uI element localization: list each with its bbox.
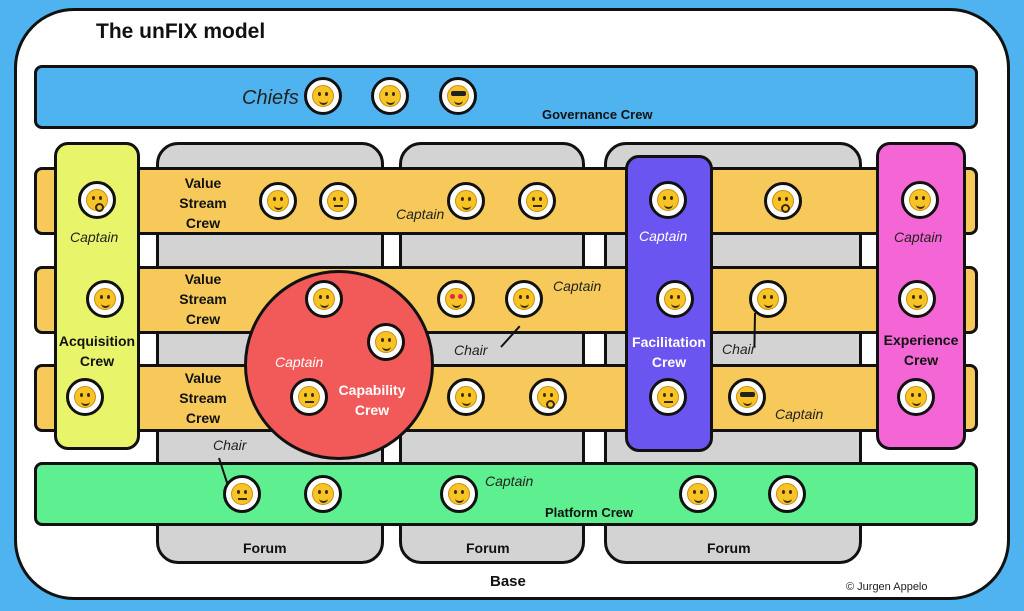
chiefs-label: Chiefs xyxy=(242,87,299,109)
emoji-confused-icon xyxy=(267,190,289,212)
face-chief-1 xyxy=(304,77,342,115)
emoji-smile-icon xyxy=(664,288,686,310)
forum-label-1: Forum xyxy=(243,540,287,556)
emoji-grin-icon xyxy=(448,483,470,505)
emoji-surprised-icon xyxy=(86,189,108,212)
face-plat-5 xyxy=(768,475,806,513)
emoji-hug-icon xyxy=(687,483,709,505)
platform-crew-label: Platform Crew xyxy=(545,505,634,520)
value-stream-crew-label-2: Value Stream Crew xyxy=(179,271,227,327)
emoji-wink-icon xyxy=(657,189,679,211)
face-cap-3 xyxy=(290,378,328,416)
chair-label-3: Chair xyxy=(213,437,247,453)
captain-label-vs3: Captain xyxy=(775,406,824,422)
face-fac-3 xyxy=(649,378,687,416)
emoji-neutral-icon xyxy=(298,386,320,408)
face-vs1-1 xyxy=(259,182,297,220)
emoji-confused-icon xyxy=(909,189,931,211)
experience-crew-label: Experience Crew xyxy=(883,332,959,368)
face-plat-3 xyxy=(440,475,478,513)
emoji-angry-icon xyxy=(513,288,535,310)
face-acq-2 xyxy=(86,280,124,318)
face-vs1-4 xyxy=(518,182,556,220)
face-plat-2 xyxy=(304,475,342,513)
capability-crew-label: Capability Crew xyxy=(338,382,406,418)
emoji-joy-icon xyxy=(905,386,927,408)
face-chief-2 xyxy=(371,77,409,115)
emoji-surprised-icon xyxy=(537,386,559,409)
face-chief-3 xyxy=(439,77,477,115)
emoji-sunglasses-icon xyxy=(447,85,469,107)
face-vs3-1 xyxy=(447,378,485,416)
face-acq-1 xyxy=(78,181,116,219)
captain-label-vs2: Captain xyxy=(553,278,602,294)
face-vs1-2 xyxy=(319,182,357,220)
face-vs2-2 xyxy=(505,280,543,318)
face-vs3-2 xyxy=(529,378,567,416)
emoji-laughing-icon xyxy=(312,483,334,505)
emoji-hug-icon xyxy=(776,483,798,505)
face-fac-2 xyxy=(656,280,694,318)
governance-crew xyxy=(34,65,978,129)
captain-label-vs1: Captain xyxy=(396,206,445,222)
emoji-heart-eyes-icon xyxy=(445,288,467,310)
face-cap-1 xyxy=(305,280,343,318)
face-vs1-5 xyxy=(764,182,802,220)
emoji-neutral-icon xyxy=(657,386,679,408)
face-exp-1 xyxy=(901,181,939,219)
copyright: © Jurgen Appelo xyxy=(846,581,928,593)
emoji-joy-icon xyxy=(313,288,335,310)
value-stream-crew-3 xyxy=(34,364,978,432)
chair-label-2: Chair xyxy=(722,341,756,357)
value-stream-crew-label-1: Value Stream Crew xyxy=(179,175,227,231)
emoji-surprised-icon xyxy=(772,190,794,213)
captain-label-facilitation: Captain xyxy=(639,228,688,244)
emoji-expressionless-icon xyxy=(526,190,548,212)
captain-label-acquisition: Captain xyxy=(70,229,119,245)
acquisition-crew-label: Acquisition Crew xyxy=(58,333,136,369)
emoji-eyeroll-icon xyxy=(379,85,401,107)
face-exp-2 xyxy=(898,280,936,318)
emoji-smile-icon xyxy=(906,288,928,310)
face-cap-2 xyxy=(367,323,405,361)
emoji-laughing-icon xyxy=(455,190,477,212)
face-acq-3 xyxy=(66,378,104,416)
captain-label-experience: Captain xyxy=(894,229,943,245)
emoji-yum-icon xyxy=(375,331,397,353)
base-label: Base xyxy=(490,573,526,590)
emoji-smile-icon xyxy=(312,85,334,107)
governance-crew-label: Governance Crew xyxy=(542,107,653,122)
emoji-sleepy-icon xyxy=(94,288,116,310)
captain-label-platform: Captain xyxy=(485,473,534,489)
forum-label-3: Forum xyxy=(707,540,751,556)
forum-label-2: Forum xyxy=(466,540,510,556)
captain-label-capability: Captain xyxy=(275,354,324,370)
diagram-title: The unFIX model xyxy=(96,20,266,43)
face-vs2-3 xyxy=(749,280,787,318)
face-exp-3 xyxy=(897,378,935,416)
emoji-grimace-icon xyxy=(757,288,779,310)
face-fac-1 xyxy=(649,181,687,219)
emoji-sunglasses-icon xyxy=(736,386,758,408)
face-plat-4 xyxy=(679,475,717,513)
platform-crew xyxy=(34,462,978,526)
face-vs3-3 xyxy=(728,378,766,416)
emoji-neutral-icon xyxy=(327,190,349,212)
face-vs1-3 xyxy=(447,182,485,220)
chair-label-1: Chair xyxy=(454,342,488,358)
face-vs2-1 xyxy=(437,280,475,318)
facilitation-crew-label: Facilitation Crew xyxy=(632,334,706,370)
value-stream-crew-label-3: Value Stream Crew xyxy=(179,370,227,426)
emoji-expressionless-icon xyxy=(231,483,253,505)
face-plat-1 xyxy=(223,475,261,513)
value-stream-crew-1 xyxy=(34,167,978,235)
emoji-hearts-icon xyxy=(74,386,96,408)
emoji-rofl-icon xyxy=(455,386,477,408)
